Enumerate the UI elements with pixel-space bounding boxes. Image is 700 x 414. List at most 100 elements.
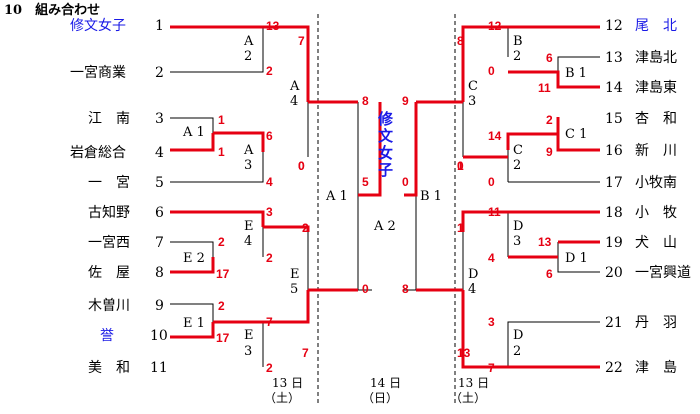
score: 11 [538, 81, 551, 95]
score: 0 [362, 282, 369, 296]
node-label: D [468, 267, 478, 282]
team-name: 津 島 [635, 360, 677, 376]
date-day: 14 日 [370, 376, 401, 390]
date-dow: （土） [264, 391, 300, 405]
node-label: 2 [513, 158, 521, 173]
score: 2 [302, 221, 309, 235]
page-title: 10 組み合わせ [4, 2, 100, 18]
node-label: A 1 [182, 125, 205, 140]
node-label: 5 [290, 282, 298, 297]
score: 2 [266, 64, 273, 78]
node-label: C 1 [565, 127, 587, 142]
team-name: 新 川 [635, 143, 677, 159]
champion-label: 修 文 女 子 [377, 110, 394, 179]
score: 0 [457, 159, 464, 173]
date-dow: （土） [450, 391, 486, 405]
score: 6 [266, 129, 273, 143]
score: 1 [218, 145, 225, 159]
node-label: 2 [244, 49, 252, 64]
score: 6 [546, 267, 553, 281]
node-label: A [243, 34, 254, 49]
scores: 13 2 7 0 1 1 6 4 0 8 5 3 2 17 2 2 2 17 7… [216, 19, 553, 375]
node-label: B [513, 34, 523, 49]
date-dow: （日） [362, 391, 398, 405]
score: 0 [488, 175, 495, 189]
svg-text:女: 女 [378, 144, 393, 162]
team-number: 7 [155, 235, 164, 251]
team-number: 19 [605, 235, 623, 251]
team-number: 8 [155, 265, 164, 281]
team-name: 修文女子 [70, 17, 126, 34]
team-number: 15 [605, 111, 623, 127]
score: 2 [218, 299, 225, 313]
right-teams: 12 尾 北 13 津島北 14 津島東 15 杏 和 16 新 川 17 小牧… [605, 18, 691, 376]
team-number: 1 [155, 18, 164, 34]
score: 3 [266, 205, 273, 219]
team-name: 犬 山 [635, 235, 677, 251]
team-number: 20 [605, 265, 623, 281]
node-label: D [513, 219, 523, 234]
team-name: 丹 羽 [635, 315, 677, 331]
score: 1 [457, 221, 464, 235]
node-label: B 1 [420, 189, 442, 204]
node-label: A [289, 79, 300, 94]
team-name: 佐 屋 [88, 265, 130, 281]
team-name: 古知野 [88, 204, 130, 221]
team-number: 12 [605, 18, 623, 34]
score: 7 [266, 315, 273, 329]
left-teams: 修文女子 1 一宮商業 2 江 南 3 岩倉総合 4 一 宮 5 古知野 6 一… [70, 17, 168, 376]
team-number: 2 [155, 65, 164, 81]
node-label: E 1 [183, 316, 205, 331]
score: 8 [362, 94, 369, 108]
node-labels: A 2 A 4 A 1 A 3 E 4 E 2 E 5 E 1 E 3 A 1 … [182, 34, 588, 359]
team-number: 11 [150, 360, 168, 376]
bracket-lines-black [170, 27, 600, 367]
team-number: 22 [605, 360, 623, 376]
node-label: 2 [513, 344, 521, 359]
svg-text:修: 修 [377, 110, 394, 128]
node-label: 3 [513, 234, 521, 249]
score: 0 [298, 159, 305, 173]
score: 7 [488, 361, 495, 375]
node-label: E 2 [183, 251, 205, 266]
score: 7 [298, 34, 305, 48]
team-name: 小牧南 [635, 175, 677, 191]
node-label: 3 [244, 344, 252, 359]
team-number: 14 [605, 80, 623, 96]
node-label: D [513, 328, 523, 343]
score: 0 [298, 159, 305, 173]
score: 7 [302, 346, 309, 360]
team-number: 16 [605, 143, 623, 159]
node-label: 3 [244, 158, 252, 173]
score: 2 [218, 235, 225, 249]
node-label: A [243, 143, 254, 158]
score: 1 [457, 159, 464, 173]
score: 12 [488, 19, 502, 33]
score: 13 [457, 346, 471, 360]
team-number: 21 [605, 315, 623, 331]
score: 8 [402, 282, 409, 296]
team-name: 津島東 [635, 80, 677, 96]
team-name: 杏 和 [635, 111, 677, 127]
team-name: 小 牧 [635, 205, 677, 221]
score: 13 [266, 19, 280, 33]
team-name: 誉 [100, 328, 114, 344]
team-number: 17 [605, 175, 623, 191]
team-number: 4 [155, 145, 164, 161]
svg-text:文: 文 [378, 127, 394, 145]
team-number: 18 [605, 205, 623, 221]
team-number: 5 [155, 175, 164, 191]
team-number: 13 [605, 50, 623, 66]
score: 17 [216, 267, 230, 281]
team-name: 木曽川 [88, 298, 130, 314]
node-label: 2 [513, 49, 521, 64]
team-number: 10 [150, 328, 168, 344]
day-dividers [317, 14, 456, 404]
score: 2 [546, 113, 553, 127]
score: 1 [218, 113, 225, 127]
node-label: 4 [468, 282, 476, 297]
team-name: 江 南 [88, 111, 130, 127]
score: 9 [546, 145, 553, 159]
team-number: 3 [155, 111, 164, 127]
